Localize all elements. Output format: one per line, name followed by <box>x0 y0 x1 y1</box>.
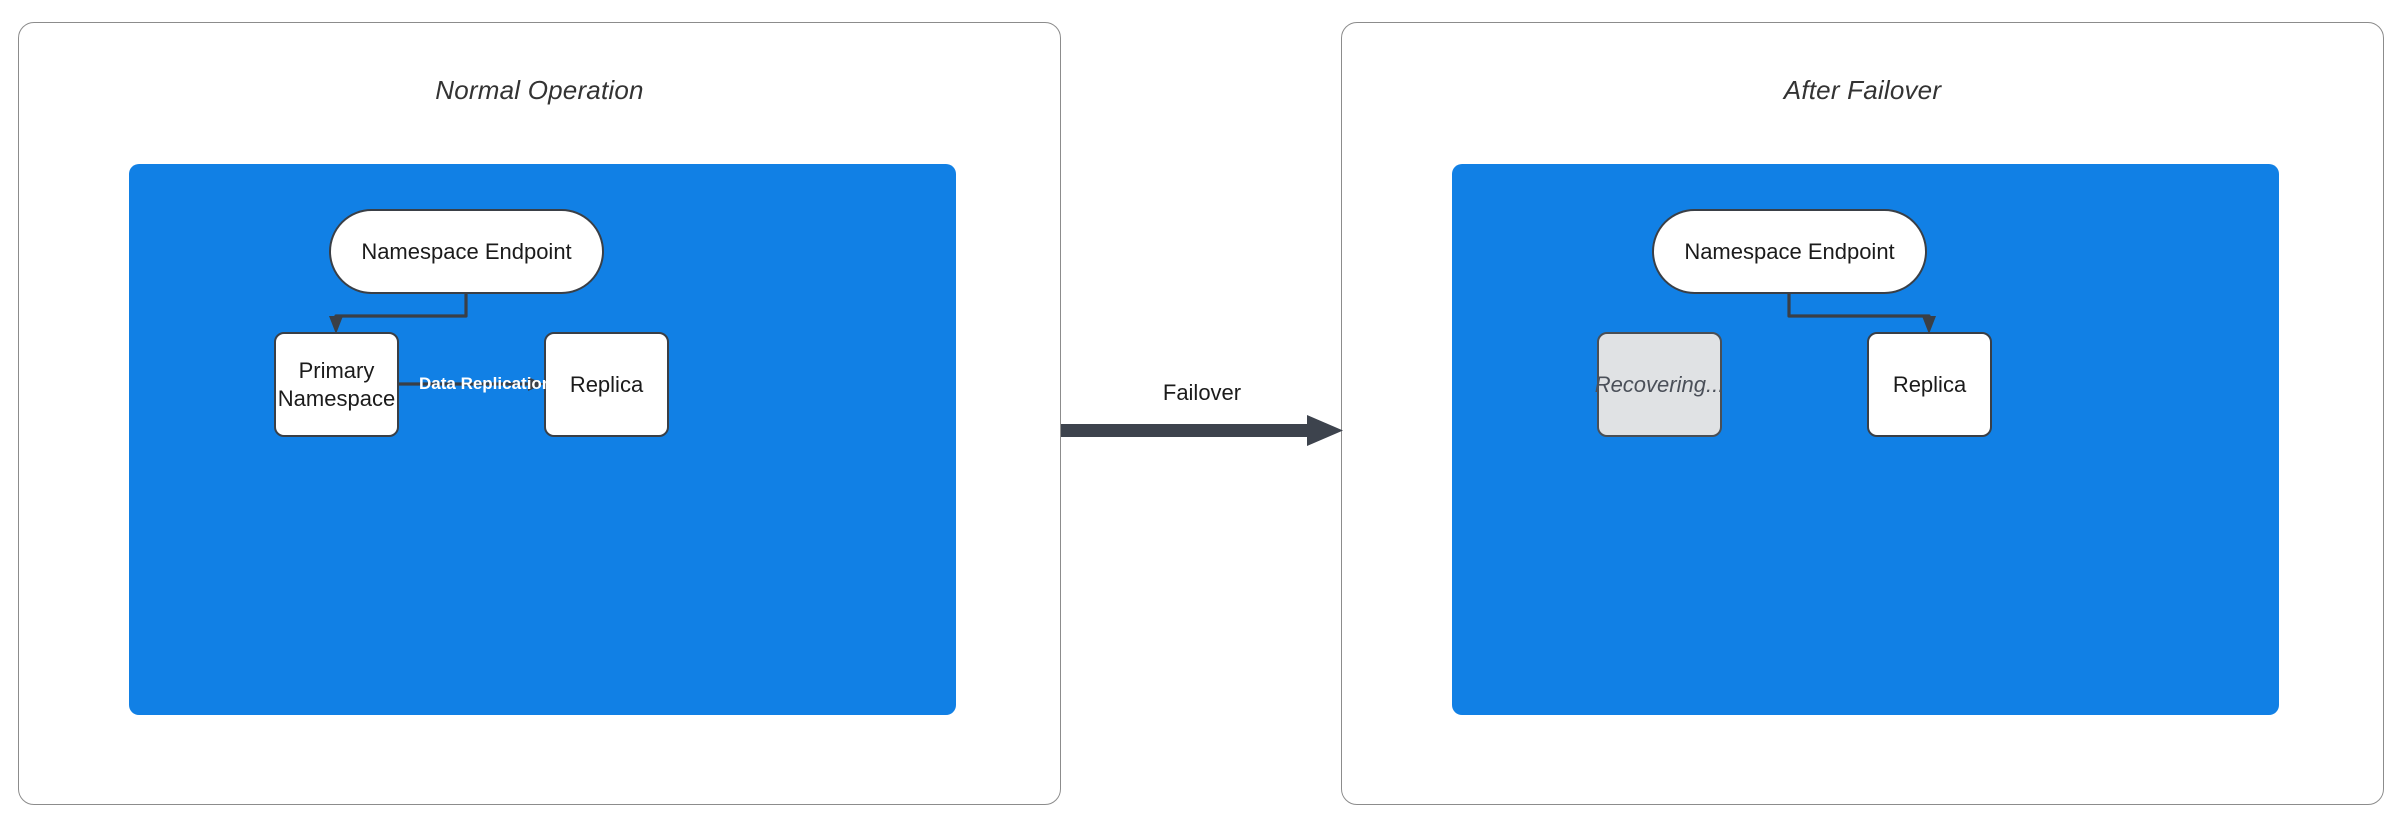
blue-region-after-failover: Namespace Endpoint Recovering... Replica <box>1452 164 2279 715</box>
blue-region-normal-operation: Namespace Endpoint Primary Namespace Rep… <box>129 164 956 715</box>
failover-label: Failover <box>1162 380 1242 405</box>
node-replica[interactable]: Replica <box>1867 332 1992 437</box>
node-label: Primary Namespace <box>278 357 395 412</box>
edge-label-data-replication: Data Replication <box>419 374 553 393</box>
node-primary-namespace[interactable]: Primary Namespace <box>274 332 399 437</box>
node-label: Namespace Endpoint <box>1684 238 1895 264</box>
connector-endpoint-to-primary <box>334 294 468 324</box>
connector-endpoint-to-replica <box>1787 294 1931 324</box>
node-label: Namespace Endpoint <box>361 238 572 264</box>
node-label-line1: Primary <box>298 358 375 383</box>
node-label: Replica <box>1892 371 1967 397</box>
node-label-line2: Namespace <box>277 385 396 411</box>
node-namespace-endpoint[interactable]: Namespace Endpoint <box>1652 209 1927 294</box>
failover-transition: Failover <box>1061 380 1343 470</box>
node-replica[interactable]: Replica <box>544 332 669 437</box>
node-label: Recovering... <box>1594 371 1725 397</box>
node-namespace-endpoint[interactable]: Namespace Endpoint <box>329 209 604 294</box>
panel-title-after-failover: After Failover <box>1783 75 1942 105</box>
failover-arrow-icon <box>1061 415 1343 446</box>
panel-after-failover: After Failover Namespace Endpoint Recove… <box>1341 22 2384 805</box>
node-recovering[interactable]: Recovering... <box>1594 332 1725 437</box>
node-label: Replica <box>569 371 644 397</box>
panel-normal-operation: Normal Operation Namespace Endpoint Prim… <box>18 22 1061 805</box>
panel-title-normal-operation: Normal Operation <box>435 75 644 105</box>
